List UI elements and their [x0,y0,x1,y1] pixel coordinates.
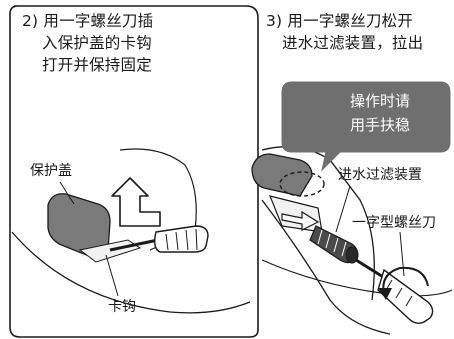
rotate-arrowhead [378,288,392,300]
filter-housing [269,195,323,233]
step2-caption-line3: 打开并保持固定 [42,56,152,74]
machine-front-right [261,259,453,297]
machine-body-left [11,231,251,314]
open-cover [251,153,313,197]
lift-arrow-icon [111,177,161,227]
label-water-inlet-filter: 进水过滤装置 [338,167,422,183]
cover-leader-line [59,181,75,205]
step3-caption-line1: 3) 用一字螺丝刀松开 [266,12,414,30]
rotate-arrow-icon [382,266,429,295]
callout-line1: 操作时请 [349,92,410,110]
screwdriver-step2 [109,225,209,253]
callout-line2: 用手扶稳 [349,116,410,134]
screwdriver-leader-line [399,231,405,277]
pull-arrow-icon [281,210,320,231]
hand-hold-zone [279,171,325,197]
label-protective-cover: 保护盖 [30,163,72,179]
machine-recess-left [119,148,197,251]
callout-bubble [281,81,451,172]
label-hook: 卡钩 [108,299,136,315]
hook-leader-line [105,254,119,297]
label-flathead-screwdriver: 一字型螺丝刀 [352,215,436,231]
step2-panel-frame [9,5,259,338]
step2-caption-line2: 入保护盖的卡钩 [42,34,152,52]
water-inlet-filter [309,225,359,264]
step3-caption-line2: 进水过滤装置，拉出 [282,34,424,52]
filter-leader-line [335,185,351,233]
step2-caption-line1: 2) 用一字螺丝刀插 [22,12,154,30]
